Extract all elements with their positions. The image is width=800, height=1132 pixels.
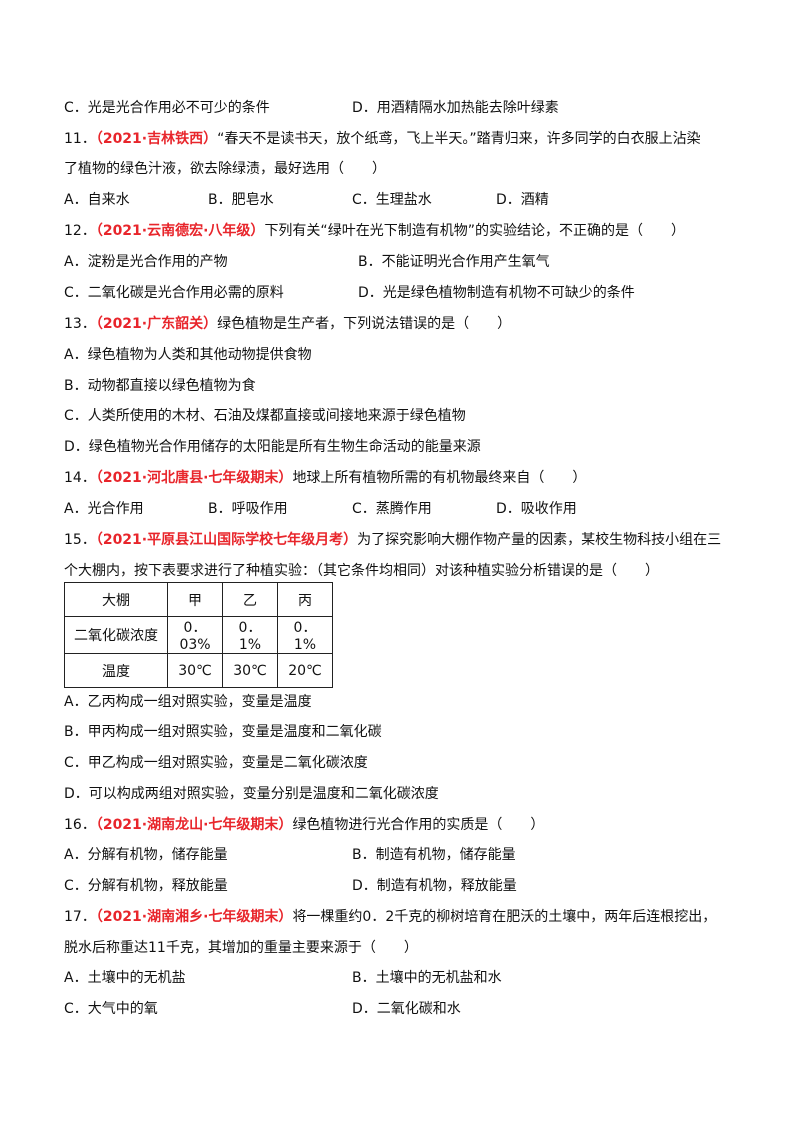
q12-number: 12． xyxy=(64,223,96,239)
q13-option-b: B．动物都直接以绿色植物为食 xyxy=(64,378,256,394)
q12-stem-text: 下列有关“绿叶在光下制造有机物”的实验结论，不正确的是（ ） xyxy=(264,223,685,239)
q13-source: （2021·广东韶关） xyxy=(95,316,218,332)
q16-stem-text: 绿色植物进行光合作用的实质是（ ） xyxy=(292,817,545,833)
table-cell: 30℃ xyxy=(222,653,278,688)
q14-source: （2021·河北唐县·七年级期末） xyxy=(95,470,293,486)
q17-source: （2021·湖南湘乡·七年级期末） xyxy=(95,909,293,925)
table-cell: 二氧化碳浓度 xyxy=(64,616,168,654)
q15-option-b: B．甲丙构成一组对照实验，变量是温度和二氧化碳 xyxy=(64,724,382,740)
q11-option-c: C．生理盐水 xyxy=(352,192,432,208)
q17-stem-line2: 脱水后称重达11千克，其增加的重量主要来源于（ ） xyxy=(64,940,418,956)
q13-stem: 13．（2021·广东韶关）绿色植物是生产者，下列说法错误的是（ ） xyxy=(64,314,511,334)
q11-stem-text: “春天不是读书天，放个纸鸢，飞上半天。”踏青归来，许多同学的白衣服上沾染 xyxy=(217,131,701,147)
q14-option-b: B．呼吸作用 xyxy=(208,501,288,517)
q15-stem-text: 为了探究影响大棚作物产量的因素，某校生物科技小组在三 xyxy=(357,532,722,548)
q17-option-a: A．土壤中的无机盐 xyxy=(64,970,186,986)
table-cell: 0．1% xyxy=(222,616,278,654)
q12-option-a: A．淀粉是光合作用的产物 xyxy=(64,254,228,270)
q14-stem-text: 地球上所有植物所需的有机物最终来自（ ） xyxy=(292,470,587,486)
q16-option-a: A．分解有机物，储存能量 xyxy=(64,847,228,863)
q15-number: 15． xyxy=(64,532,96,548)
table-header-cell: 甲 xyxy=(167,582,223,617)
table-header-cell: 大棚 xyxy=(64,582,168,617)
q12-option-c: C．二氧化碳是光合作用必需的原料 xyxy=(64,285,284,301)
q15-option-c: C．甲乙构成一组对照实验，变量是二氧化碳浓度 xyxy=(64,755,368,771)
q15-experiment-table: 大棚 甲 乙 丙 二氧化碳浓度 0．03% 0．1% 0．1% 温度 30℃ 3… xyxy=(64,582,333,688)
q16-source: （2021·湖南龙山·七年级期末） xyxy=(95,817,293,833)
q12-option-d: D．光是绿色植物制造有机物不可缺少的条件 xyxy=(358,285,635,301)
q16-option-b: B．制造有机物，储存能量 xyxy=(352,847,516,863)
q13-stem-text: 绿色植物是生产者，下列说法错误的是（ ） xyxy=(217,316,512,332)
q16-number: 16． xyxy=(64,817,96,833)
q14-option-c: C．蒸腾作用 xyxy=(352,501,432,517)
q13-option-c: C．人类所使用的木材、石油及煤都直接或间接地来源于绿色植物 xyxy=(64,408,466,424)
q17-stem-text: 将一棵重约0．2千克的柳树培育在肥沃的土壤中，两年后连根挖出， xyxy=(292,909,717,925)
q17-number: 17． xyxy=(64,909,96,925)
q11-source: （2021·吉林铁西） xyxy=(95,131,218,147)
q13-option-a: A．绿色植物为人类和其他动物提供食物 xyxy=(64,347,312,363)
table-header-cell: 乙 xyxy=(222,582,278,617)
q17-option-b: B．土壤中的无机盐和水 xyxy=(352,970,502,986)
q11-stem-line2: 了植物的绿色汁液，欲去除绿渍，最好选用（ ） xyxy=(64,161,386,177)
q15-source: （2021·平原县江山国际学校七年级月考） xyxy=(95,532,358,548)
table-row: 温度 30℃ 30℃ 20℃ xyxy=(64,653,333,688)
q13-number: 13． xyxy=(64,316,96,332)
q12-stem: 12．（2021·云南德宏·八年级）下列有关“绿叶在光下制造有机物”的实验结论，… xyxy=(64,221,685,241)
q16-stem: 16．（2021·湖南龙山·七年级期末）绿色植物进行光合作用的实质是（ ） xyxy=(64,815,544,835)
q11-option-b: B．肥皂水 xyxy=(208,192,274,208)
table-cell: 30℃ xyxy=(167,653,223,688)
q15-stem-line1: 15．（2021·平原县江山国际学校七年级月考）为了探究影响大棚作物产量的因素，… xyxy=(64,530,721,550)
q15-option-a: A．乙丙构成一组对照实验，变量是温度 xyxy=(64,694,312,710)
q13-option-d: D．绿色植物光合作用储存的太阳能是所有生物生命活动的能量来源 xyxy=(64,439,481,455)
q14-stem: 14．（2021·河北唐县·七年级期末）地球上所有植物所需的有机物最终来自（ ） xyxy=(64,468,586,488)
table-cell: 20℃ xyxy=(277,653,333,688)
q16-option-d: D．制造有机物，释放能量 xyxy=(352,878,517,894)
table-row: 二氧化碳浓度 0．03% 0．1% 0．1% xyxy=(64,616,333,654)
q14-option-a: A．光合作用 xyxy=(64,501,144,517)
q12-option-b: B．不能证明光合作用产生氧气 xyxy=(358,254,550,270)
table-cell: 温度 xyxy=(64,653,168,688)
q15-option-d: D．可以构成两组对照实验，变量分别是温度和二氧化碳浓度 xyxy=(64,786,439,802)
q16-option-c: C．分解有机物，释放能量 xyxy=(64,878,228,894)
q11-option-d: D．酒精 xyxy=(496,192,549,208)
q11-number: 11． xyxy=(64,131,96,147)
q11-stem-line1: 11．（2021·吉林铁西）“春天不是读书天，放个纸鸢，飞上半天。”踏青归来，许… xyxy=(64,129,701,149)
table-header-row: 大棚 甲 乙 丙 xyxy=(64,582,333,617)
q10-option-c: C．光是光合作用必不可少的条件 xyxy=(64,100,270,116)
q11-option-a: A．自来水 xyxy=(64,192,130,208)
table-cell: 0．03% xyxy=(167,616,223,654)
q17-stem-line1: 17．（2021·湖南湘乡·七年级期末）将一棵重约0．2千克的柳树培育在肥沃的土… xyxy=(64,907,716,927)
q17-option-c: C．大气中的氧 xyxy=(64,1001,158,1017)
q10-option-d: D．用酒精隔水加热能去除叶绿素 xyxy=(352,100,559,116)
table-header-cell: 丙 xyxy=(277,582,333,617)
q17-option-d: D．二氧化碳和水 xyxy=(352,1001,461,1017)
q14-option-d: D．吸收作用 xyxy=(496,501,577,517)
q12-source: （2021·云南德宏·八年级） xyxy=(95,223,265,239)
table-cell: 0．1% xyxy=(277,616,333,654)
q14-number: 14． xyxy=(64,470,96,486)
q15-stem-line2: 个大棚内，按下表要求进行了种植实验：（其它条件均相同）对该种植实验分析错误的是（… xyxy=(64,563,659,579)
